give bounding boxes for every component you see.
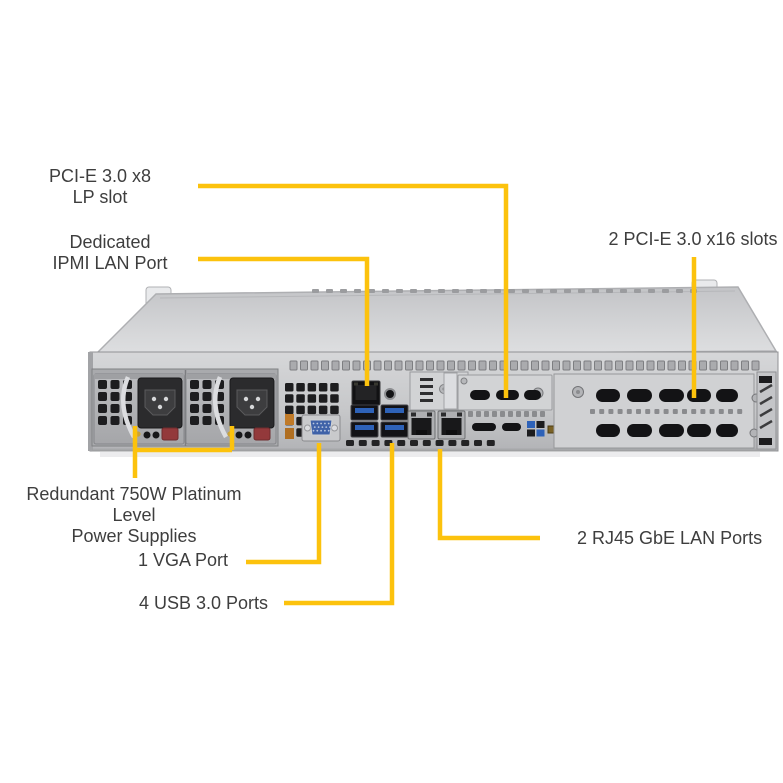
label-pcie-x16-slots: 2 PCI-E 3.0 x16 slots (608, 229, 778, 249)
chassis-shadow (100, 452, 760, 457)
label-usb-ports: 4 USB 3.0 Ports (138, 593, 268, 613)
label-power-supplies: Redundant 750W Platinum Level Power Supp… (26, 484, 242, 546)
lp-vent-dashes (468, 411, 545, 417)
label-lan-ports: 2 RJ45 GbE LAN Ports (577, 528, 763, 548)
vga-port (301, 414, 341, 442)
lp-lower-slots (472, 423, 521, 431)
vga-pins (312, 422, 331, 432)
callout-line-ipmi (198, 256, 370, 386)
pcie-x16-slot-openings-lower (596, 424, 738, 437)
label-pcie-x8-lp-slot: PCI-E 3.0 x8 LP slot (48, 166, 152, 207)
label-vga-port: 1 VGA Port (137, 550, 228, 570)
antenna-hole (384, 388, 396, 400)
callout-line-psu (132, 426, 235, 478)
top-far-edge-vents (312, 289, 697, 293)
pcie-x16-slot-openings-upper (596, 389, 738, 402)
rear-top-vent-row (289, 360, 760, 371)
chassis-left-edge (88, 352, 93, 451)
callout-line-vga (246, 443, 322, 565)
chassis-bottom-edge (92, 448, 776, 452)
right-end-cap (756, 371, 777, 450)
callout-line-pcie-x8 (198, 183, 509, 398)
vent-amber-detail (285, 414, 294, 425)
server-chassis (88, 279, 779, 457)
rj45-lan-ports (407, 410, 466, 440)
power-supply-1 (93, 373, 185, 445)
vent-amber-detail (285, 428, 294, 439)
x16-vent-dashes (590, 409, 743, 414)
callout-line-usb (284, 443, 395, 606)
label-ipmi-lan-port: Dedicated IPMI LAN Port (52, 232, 168, 273)
callout-lines (132, 183, 697, 606)
lp-slot-openings (470, 390, 541, 400)
bottom-vent-dashes (346, 440, 495, 446)
callout-line-lan (437, 449, 540, 541)
power-supply-2 (185, 373, 277, 445)
